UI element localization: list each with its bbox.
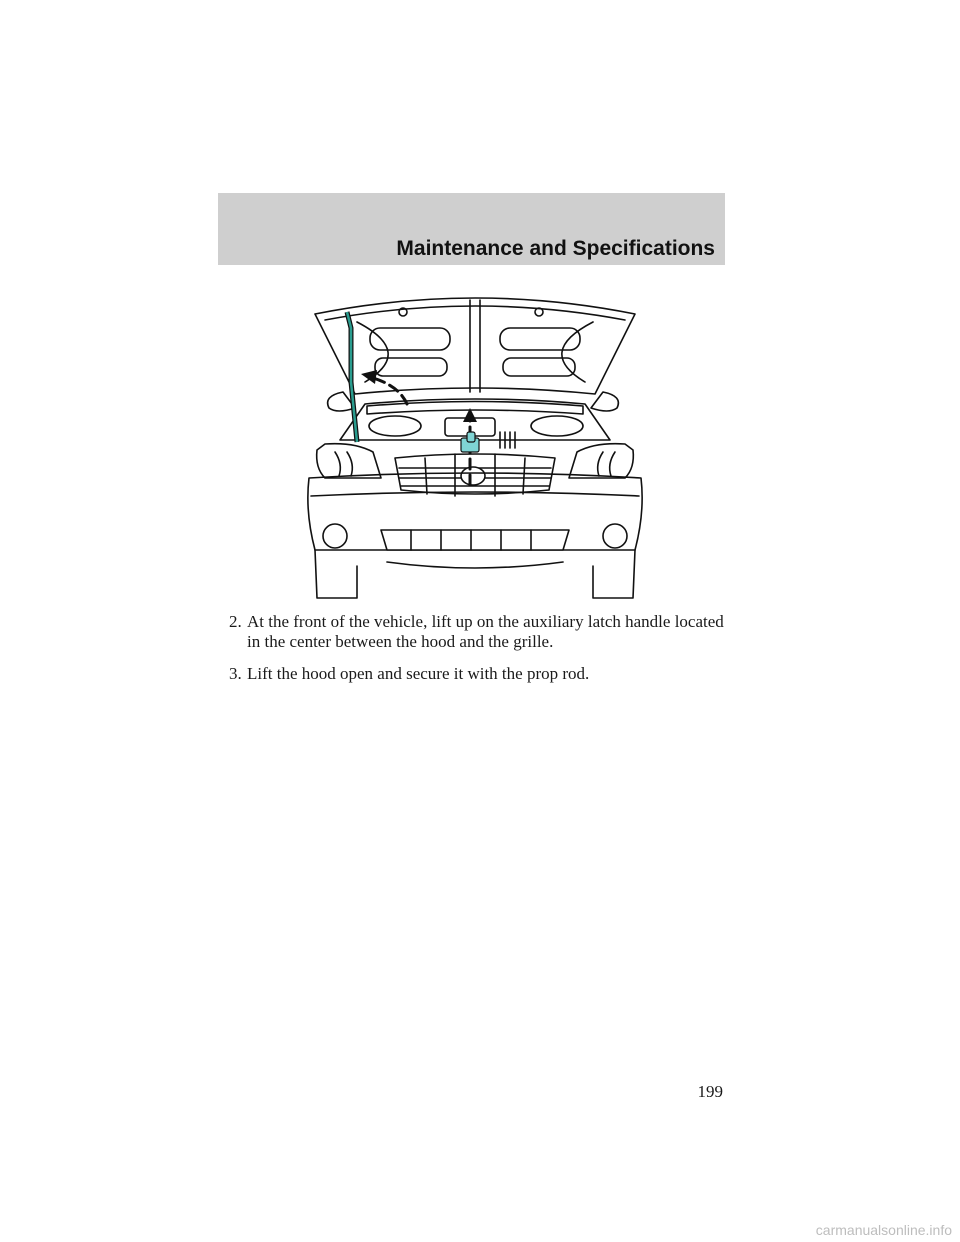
step-text: At the front of the vehicle, lift up on … xyxy=(247,612,724,651)
section-title: Maintenance and Specifications xyxy=(396,237,715,260)
car-front-open-hood-figure xyxy=(295,282,655,602)
section-header-band: Maintenance and Specifications xyxy=(218,193,725,265)
arrow-curved-icon xyxy=(371,376,409,406)
step-number: 3. xyxy=(229,664,242,683)
step-text: Lift the hood open and secure it with th… xyxy=(247,664,590,683)
prop-rod-icon xyxy=(344,311,360,443)
page-number: 199 xyxy=(697,1082,724,1101)
step-3: 3. Lift the hood open and secure it with… xyxy=(229,664,729,684)
car-front-open-hood-icon xyxy=(307,297,643,599)
auxiliary-latch-icon xyxy=(460,431,480,453)
step-number: 2. xyxy=(229,612,242,631)
step-2: 2. At the front of the vehicle, lift up … xyxy=(229,612,729,652)
watermark: carmanualsonline.info xyxy=(815,1222,952,1238)
instruction-steps: 2. At the front of the vehicle, lift up … xyxy=(229,612,729,696)
